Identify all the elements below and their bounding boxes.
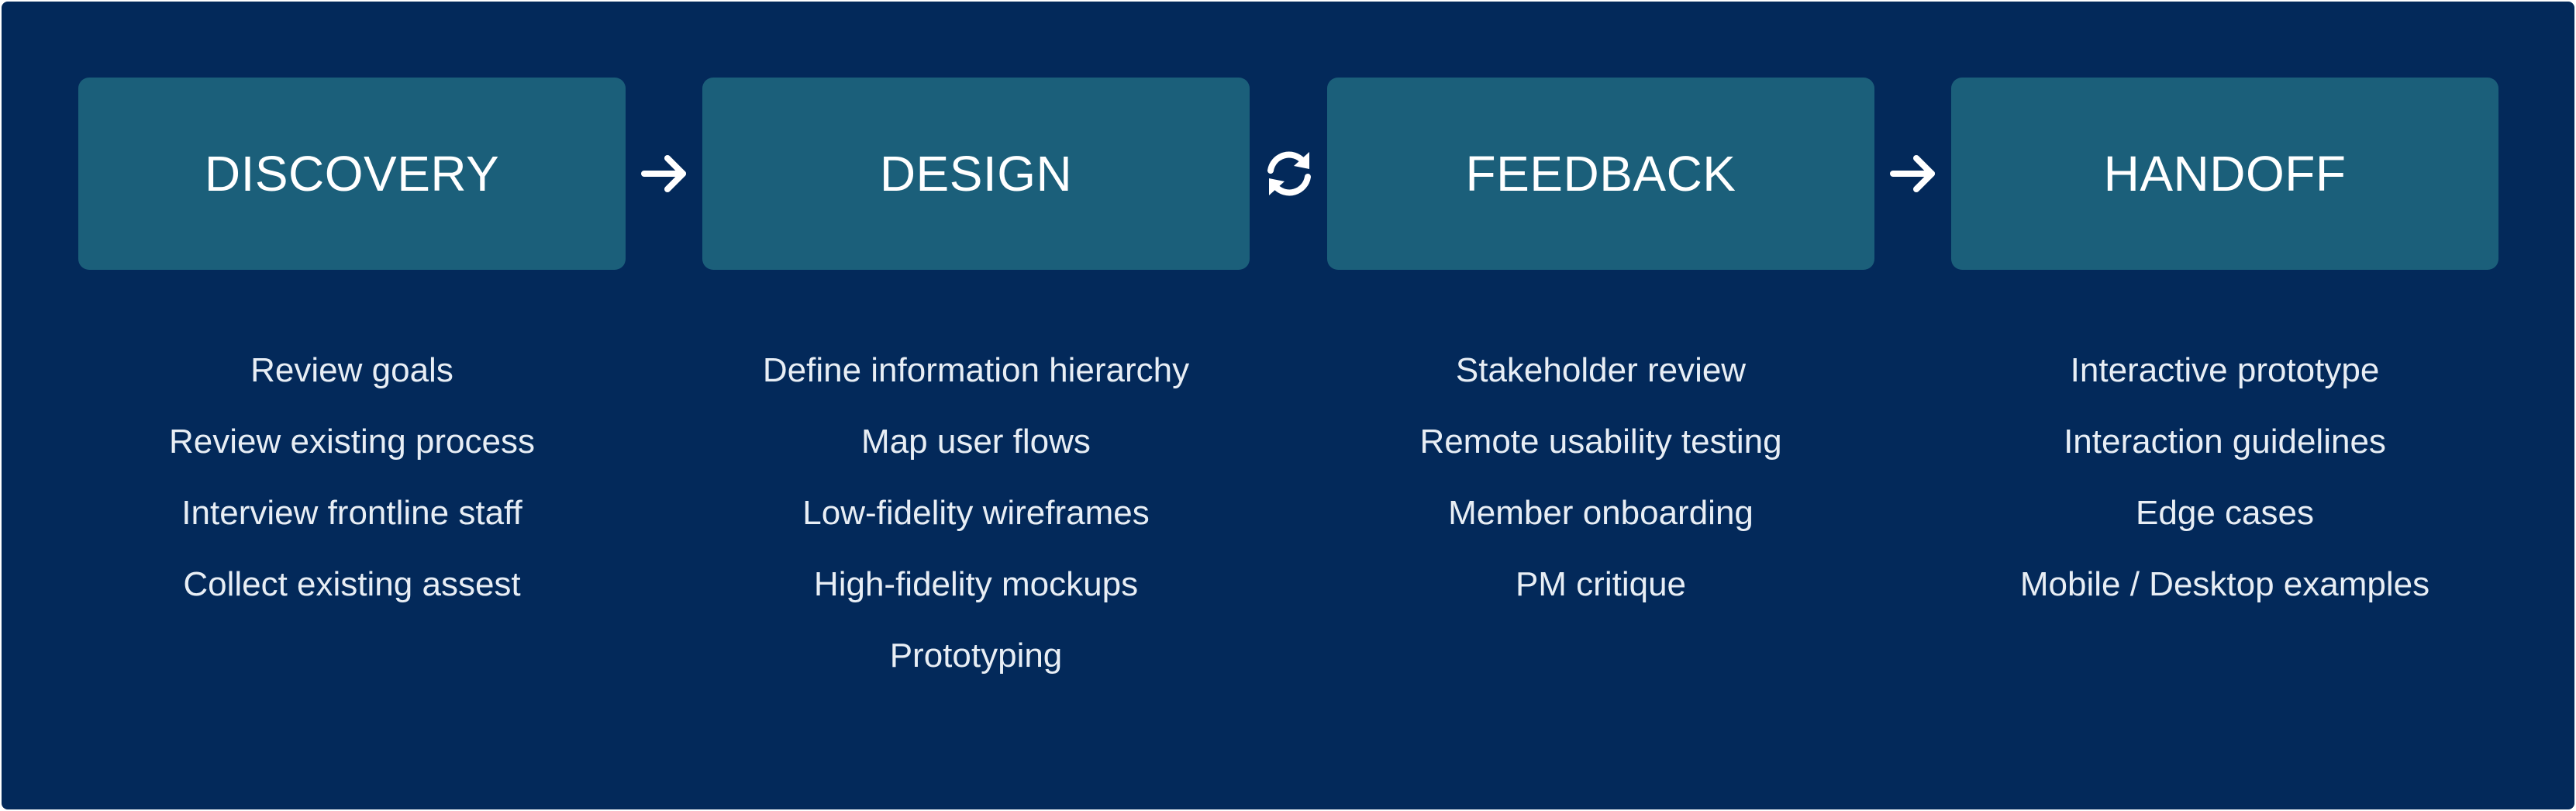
task-item: Interaction guidelines (2064, 423, 2386, 461)
stage-feedback: FEEDBACK Stakeholder review Remote usabi… (1327, 78, 1874, 620)
task-item: Review goals (250, 351, 453, 389)
task-item: Define information hierarchy (762, 351, 1190, 389)
stage-title: FEEDBACK (1465, 146, 1736, 202)
task-list: Stakeholder review Remote usability test… (1327, 335, 1874, 620)
stage-title: DISCOVERY (204, 146, 500, 202)
task-item: PM critique (1515, 565, 1687, 603)
task-item: Review existing process (169, 423, 535, 461)
task-list: Review goals Review existing process Int… (78, 335, 626, 620)
stage-box: FEEDBACK (1327, 78, 1874, 270)
task-item: Stakeholder review (1455, 351, 1747, 389)
stage-handoff: HANDOFF Interactive prototype Interactio… (1951, 78, 2498, 620)
stage-title: DESIGN (879, 146, 1073, 202)
task-item: Prototyping (889, 637, 1063, 675)
task-item: Interactive prototype (2070, 351, 2380, 389)
task-item: High-fidelity mockups (813, 565, 1139, 603)
task-list: Interactive prototype Interaction guidel… (1951, 335, 2498, 620)
task-list: Define information hierarchy Map user fl… (702, 335, 1250, 692)
task-item: Map user flows (861, 423, 1091, 461)
task-item: Collect existing assest (183, 565, 521, 603)
stage-title: HANDOFF (2103, 146, 2347, 202)
task-item: Mobile / Desktop examples (2019, 565, 2430, 603)
refresh-cycle-icon (1258, 143, 1320, 205)
stage-design: DESIGN Define information hierarchy Map … (702, 78, 1250, 692)
task-item: Remote usability testing (1419, 423, 1782, 461)
task-item: Member onboarding (1448, 494, 1754, 532)
arrow-right-icon (1882, 143, 1944, 205)
task-item: Edge cases (2136, 494, 2314, 532)
stage-box: DESIGN (702, 78, 1250, 270)
arrow-right-icon (633, 143, 695, 205)
task-item: Interview frontline staff (181, 494, 522, 532)
task-item: Low-fidelity wireframes (802, 494, 1150, 532)
stage-box: HANDOFF (1951, 78, 2498, 270)
stage-discovery: DISCOVERY Review goals Review existing p… (78, 78, 626, 620)
stage-box: DISCOVERY (78, 78, 626, 270)
